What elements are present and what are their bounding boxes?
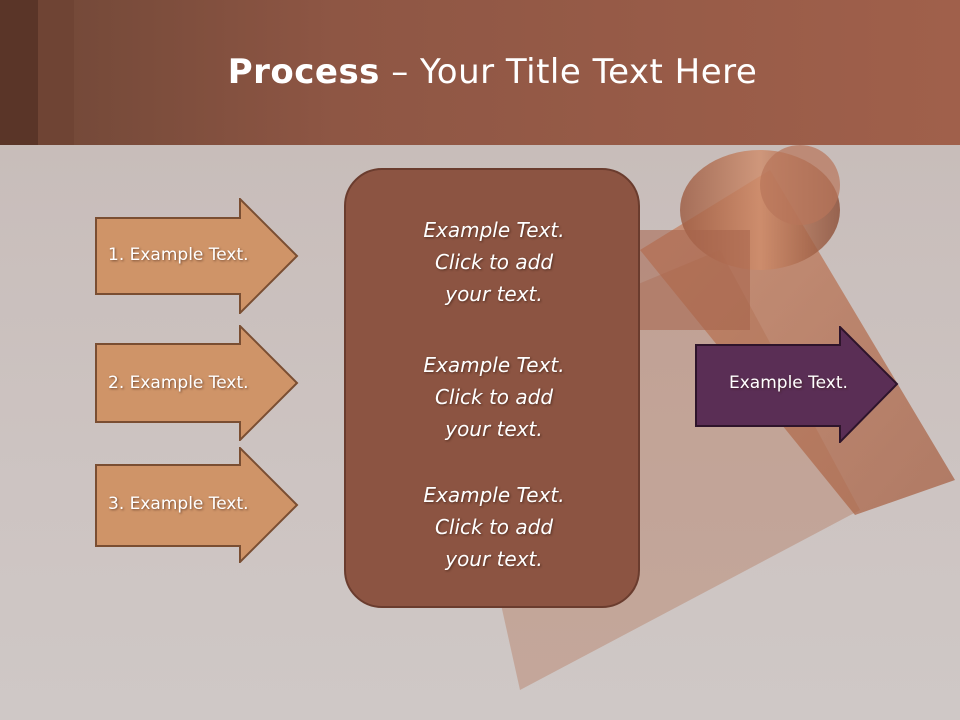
paragraph-line: your text. xyxy=(445,417,543,441)
header-stripe xyxy=(38,0,74,145)
title-rest: – Your Title Text Here xyxy=(379,52,758,92)
center-paragraph-3: Example Text. Click to add your text. xyxy=(346,479,642,575)
title-bold: Process xyxy=(227,52,380,92)
slide-title[interactable]: Process – Your Title Text Here xyxy=(0,52,960,92)
title-bar: Process – Your Title Text Here xyxy=(0,0,960,145)
right-arrow[interactable] xyxy=(695,326,900,443)
left-arrow-2-label: 2. Example Text. xyxy=(108,373,249,393)
right-arrow-label: Example Text. xyxy=(729,373,848,393)
paragraph-line: your text. xyxy=(445,547,543,571)
paragraph-line: Click to add xyxy=(434,250,554,274)
center-paragraph-2: Example Text. Click to add your text. xyxy=(346,349,642,445)
header-stripe xyxy=(0,0,38,145)
paragraph-line: your text. xyxy=(445,282,543,306)
left-arrow-3-label: 3. Example Text. xyxy=(108,494,249,514)
paragraph-line: Click to add xyxy=(434,515,554,539)
left-arrow-1-label: 1. Example Text. xyxy=(108,245,249,265)
left-arrow-1[interactable] xyxy=(95,198,300,314)
left-arrow-3[interactable] xyxy=(95,447,300,563)
paragraph-line: Example Text. xyxy=(423,483,565,507)
paragraph-line: Example Text. xyxy=(423,218,565,242)
center-paragraph-1: Example Text. Click to add your text. xyxy=(346,214,642,310)
paragraph-line: Example Text. xyxy=(423,353,565,377)
paragraph-line: Click to add xyxy=(434,385,554,409)
left-arrow-2[interactable] xyxy=(95,325,300,441)
center-text-box[interactable]: Example Text. Click to add your text. Ex… xyxy=(344,168,640,608)
